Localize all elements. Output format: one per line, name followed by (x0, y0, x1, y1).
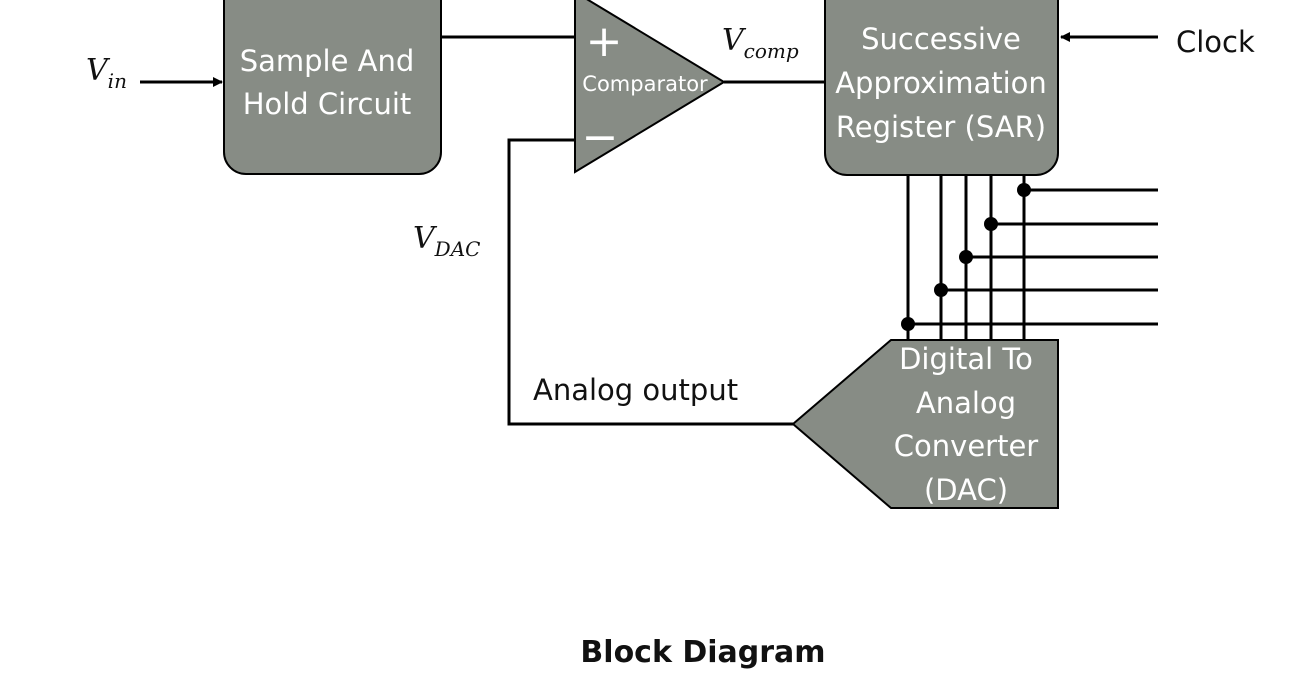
vdac-label-sub: DAC (434, 237, 481, 261)
vin-label: Vin (86, 53, 127, 93)
vcomp-label-sub: comp (744, 39, 799, 63)
sar-block: Successive Approximation Register (SAR) (824, 0, 1059, 176)
vcomp-label-base: V (722, 23, 747, 58)
diagram-caption: Block Diagram (580, 635, 825, 670)
vcomp-label: Vcomp (722, 23, 799, 63)
vdac-feedback-wire (507, 138, 793, 426)
analog-output-label: Analog output (533, 373, 738, 407)
sar-label-line-3: Register (SAR) (836, 110, 1046, 144)
vdac-label-base: V (413, 221, 438, 256)
digital-output-lines (908, 188, 1158, 326)
dac-label-line-3: Converter (894, 429, 1039, 463)
junction-dots (901, 183, 1031, 331)
sar-label-line-1: Successive (861, 22, 1021, 56)
vdac-label: VDAC (413, 221, 480, 261)
dac-label-line-1: Digital To (899, 342, 1033, 376)
sample-hold-block: Sample And Hold Circuit (223, 0, 442, 175)
dac-label-line-2: Analog (916, 386, 1016, 420)
sample-hold-label-line-2: Hold Circuit (243, 87, 412, 121)
vin-label-sub: in (108, 69, 127, 93)
vin-label-base: V (86, 53, 111, 88)
sar-label-line-2: Approximation (835, 66, 1047, 100)
comparator-minus-sign: − (582, 112, 619, 163)
comparator-block: + − Comparator (574, 0, 726, 174)
dac-block: Digital To Analog Converter (DAC) (791, 339, 1059, 509)
comparator-label: Comparator (582, 72, 708, 96)
dac-label-line-4: (DAC) (924, 473, 1008, 507)
clock-label: Clock (1176, 25, 1255, 59)
comparator-plus-sign: + (586, 16, 623, 67)
sample-hold-label-line-1: Sample And (240, 44, 415, 78)
